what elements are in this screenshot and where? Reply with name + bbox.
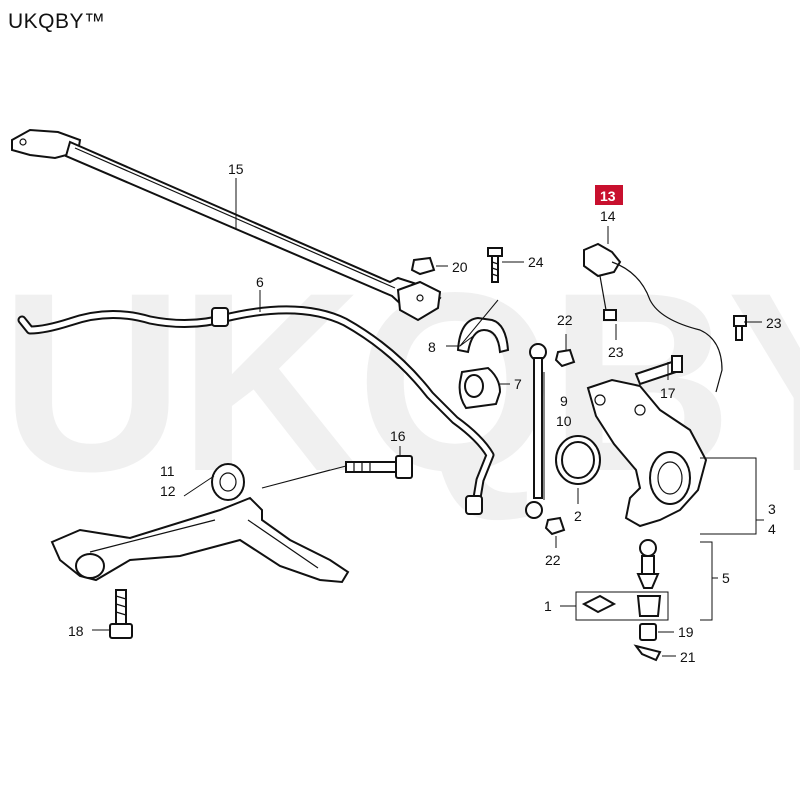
steering-knuckle-part: [586, 378, 708, 528]
callout-2: 2: [574, 508, 582, 524]
callout-18: 18: [68, 623, 84, 639]
callout-12: 12: [160, 483, 176, 499]
callout-5: 5: [722, 570, 730, 586]
bolt-18-part: [109, 589, 133, 639]
callout-1: 1: [544, 598, 552, 614]
bolt-16-part: [345, 455, 413, 479]
stabilizer-bar-part: [17, 305, 495, 515]
callout-labels: 15 6 20 24 13 14 22 23 23 8 7 17 9 10 16…: [68, 161, 782, 665]
callout-19: 19: [678, 624, 694, 640]
brand-label: UKQBY™: [8, 10, 106, 33]
nut-22-lower-part: [544, 516, 566, 536]
callout-13-highlight: 13: [595, 185, 623, 205]
callout-9: 9: [560, 393, 568, 409]
bushing-holder-8-part: [456, 316, 510, 354]
callout-24: 24: [528, 254, 544, 270]
snap-ring-part: [555, 435, 601, 485]
callout-23-lower: 23: [608, 344, 624, 360]
callout-14: 14: [600, 208, 616, 224]
callout-22-upper: 22: [557, 312, 573, 328]
callout-13: 13: [600, 188, 616, 204]
bolt-24-part: [487, 247, 503, 283]
callout-8: 8: [428, 339, 436, 355]
callout-17: 17: [660, 385, 676, 401]
nut-22-upper-part: [554, 348, 576, 368]
callout-16: 16: [390, 428, 406, 444]
ball-joint-kit-part: [581, 594, 662, 617]
callout-15: 15: [228, 161, 244, 177]
callout-6: 6: [256, 274, 264, 290]
lower-arm-part: [50, 463, 350, 584]
callout-10: 10: [556, 413, 572, 429]
ball-joint-part: [636, 539, 660, 589]
nut-20-part: [410, 256, 436, 276]
stabilizer-link-part: [525, 343, 547, 519]
leader-lines: [92, 178, 764, 657]
callout-4: 4: [768, 521, 776, 537]
boot-19-part: [639, 623, 657, 641]
clip-21-part: [633, 644, 662, 662]
callout-21: 21: [680, 649, 696, 665]
wheel-speed-sensor-part: [583, 242, 723, 393]
bolt-23-upper-part: [733, 315, 747, 341]
stabilizer-bushing-7-part: [458, 366, 502, 410]
callout-3: 3: [768, 501, 776, 517]
stiffener-bar-part: [11, 128, 442, 322]
callout-22-lower: 22: [545, 552, 561, 568]
callout-23-upper: 23: [766, 315, 782, 331]
bolt-17-part: [634, 355, 683, 386]
callout-20: 20: [452, 259, 468, 275]
callout-11: 11: [160, 463, 175, 479]
callout-7: 7: [514, 376, 522, 392]
